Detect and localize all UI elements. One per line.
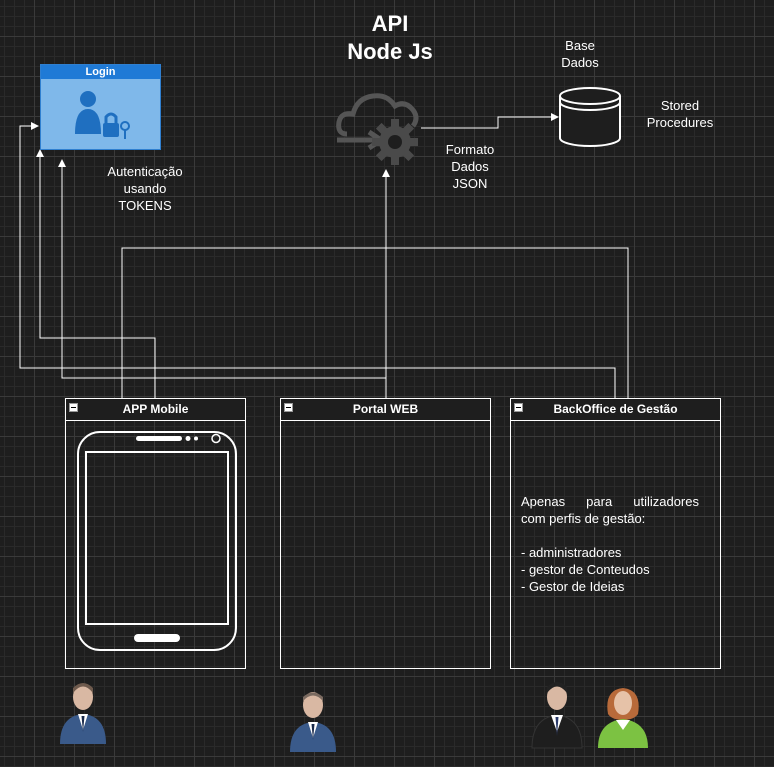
male-manager-icon [531, 682, 583, 749]
role-item: - Gestor de Ideias [521, 579, 625, 594]
database-label: Base Dados [545, 37, 615, 71]
database-icon [559, 87, 621, 147]
format-label: Formato Dados JSON [430, 141, 510, 192]
app-mobile-panel: APP Mobile [65, 398, 246, 669]
stored-procedures-label: Stored Procedures [638, 97, 722, 131]
auth-line3: TOKENS [118, 198, 172, 213]
format-line2: Dados [451, 159, 489, 174]
portal-web-header: Portal WEB [281, 399, 490, 421]
portal-web-panel: Portal WEB [280, 398, 491, 669]
api-title: API [371, 11, 409, 36]
role-item: - gestor de Conteudos [521, 562, 650, 577]
backoffice-loop-connector [121, 247, 629, 398]
portal-to-login-connector [58, 159, 386, 379]
collapse-icon[interactable] [514, 403, 523, 412]
format-line3: JSON [452, 176, 488, 191]
app-mobile-title: APP Mobile [122, 402, 189, 416]
procedures-line1: Stored [660, 98, 700, 113]
app-mobile-header: APP Mobile [66, 399, 245, 421]
procedures-line2: Procedures [646, 115, 714, 130]
backoffice-title: BackOffice de Gestão [553, 402, 678, 416]
backoffice-panel: BackOffice de Gestão [510, 398, 721, 669]
collapse-icon[interactable] [284, 403, 293, 412]
collapse-icon[interactable] [69, 403, 78, 412]
male-user-icon [60, 683, 106, 744]
backoffice-description: Apenas para utilizadores com perfis de g… [521, 493, 699, 595]
female-user-icon [598, 688, 648, 748]
auth-line1: Autenticação [107, 164, 183, 179]
format-line1: Formato [445, 142, 495, 157]
api-to-db-connector [421, 113, 559, 129]
male-user-icon [290, 692, 336, 752]
backoffice-desc-line2: com perfis de gestão: [521, 511, 646, 526]
user-lock-icon [75, 91, 130, 139]
database-label-line1: Base [565, 38, 595, 53]
backoffice-to-login-connector [19, 122, 616, 398]
login-box: Login [40, 64, 161, 150]
cloud-gear-icon [336, 93, 419, 165]
role-item: - administradores [521, 545, 622, 560]
login-title: Login [41, 65, 160, 79]
auth-label: Autenticação usando TOKENS [90, 163, 200, 214]
auth-line2: usando [123, 181, 167, 196]
api-subtitle: Node Js [347, 39, 433, 64]
backoffice-desc-line1: Apenas para utilizadores [521, 494, 699, 509]
database-label-line2: Dados [561, 55, 599, 70]
backoffice-header: BackOffice de Gestão [511, 399, 720, 421]
portal-web-title: Portal WEB [352, 402, 419, 416]
smartphone-icon [77, 431, 237, 651]
